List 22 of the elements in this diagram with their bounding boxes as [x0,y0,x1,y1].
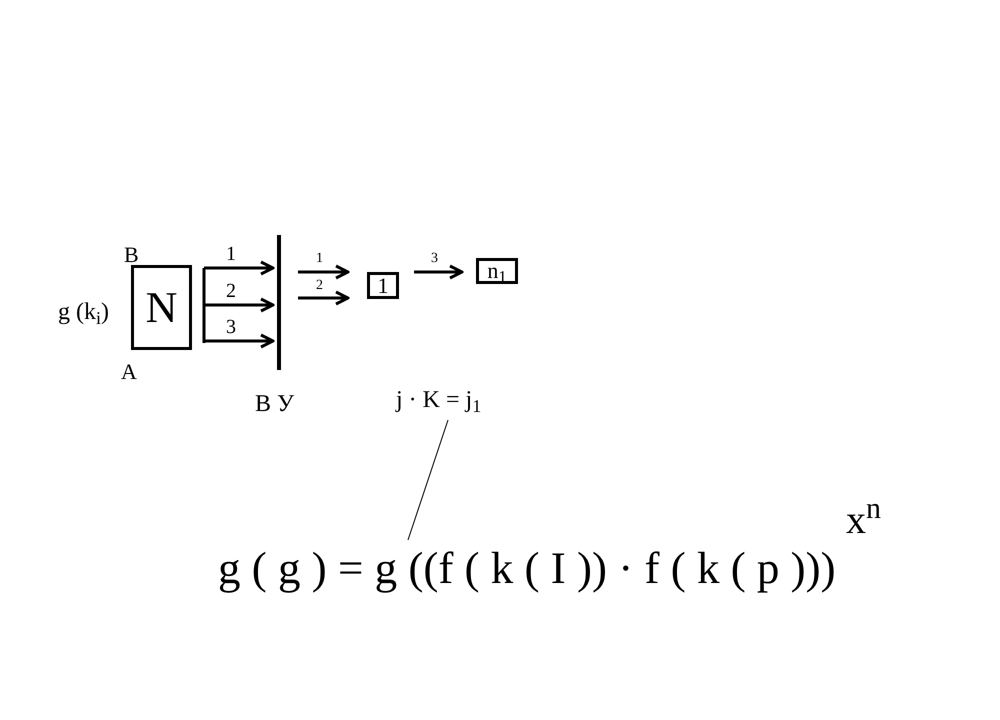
arrow [204,334,274,348]
leader-line [408,420,448,540]
edge-label: 1 [316,252,323,266]
edge-label: 2 [226,281,236,301]
label-text: A [121,358,137,386]
formula-text: g ( g ) = g ((f ( k ( I )) · f ( k ( p ))) [218,540,848,596]
block-box: N [131,265,192,350]
arrow [298,264,350,280]
edge-label: 1 [226,244,236,264]
arrow [204,298,274,312]
label-text: x$^{n}$ [846,500,881,540]
edge-label: 2 [316,279,323,293]
edge-label: 3 [431,252,438,266]
equation-text: j · K = j$_{1}$ [396,388,546,420]
label-text: В У [255,390,294,419]
arrow [414,264,464,280]
bus-bar [277,235,281,370]
arrow [204,260,274,276]
edge-label: 3 [226,317,236,337]
process-box: 1 [367,272,399,299]
label-text: g (k$_{i}$) [58,298,110,330]
arrow [298,290,350,306]
